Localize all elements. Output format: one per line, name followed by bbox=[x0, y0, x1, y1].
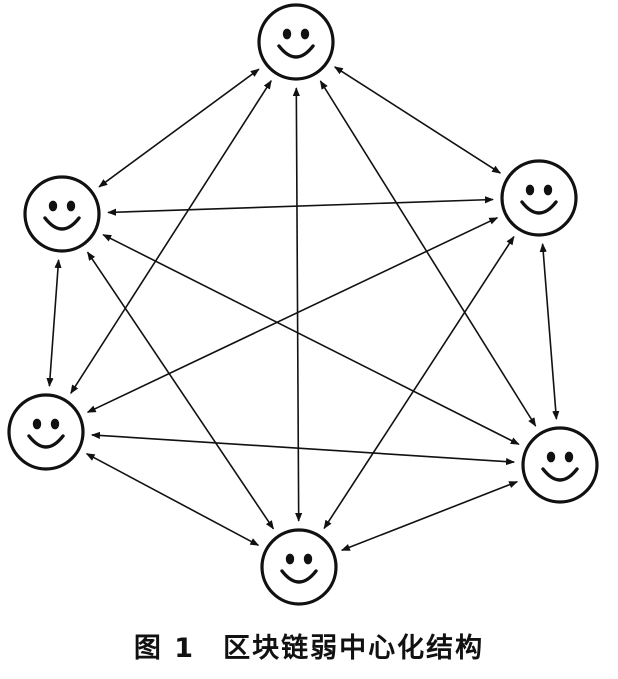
edge-upper-left-lower-left bbox=[46, 259, 62, 387]
left-eye bbox=[48, 200, 58, 212]
edge-top-upper-left bbox=[98, 68, 260, 188]
right-eye bbox=[543, 184, 553, 196]
smiley-face-icon bbox=[23, 175, 101, 253]
right-eye bbox=[303, 553, 313, 565]
smiley-face-icon bbox=[500, 159, 578, 237]
left-eye bbox=[285, 553, 295, 565]
right-eye bbox=[66, 200, 76, 212]
edge-upper-left-bottom bbox=[86, 251, 275, 530]
edge-lower-left-lower-right bbox=[91, 431, 515, 466]
edge-upper-left-lower-right bbox=[102, 233, 520, 446]
edge-upper-right-lower-right bbox=[539, 243, 560, 420]
face-outline bbox=[257, 3, 335, 81]
edge-lower-left-bottom bbox=[85, 452, 260, 547]
smiley-face-icon bbox=[260, 528, 338, 606]
smile-mouth bbox=[541, 467, 579, 482]
left-eye bbox=[525, 184, 535, 196]
face-outline bbox=[500, 159, 578, 237]
face-outline bbox=[23, 175, 101, 253]
smile-mouth bbox=[280, 569, 318, 584]
edge-lower-right-bottom bbox=[340, 480, 519, 552]
edge-top-lower-left bbox=[70, 79, 272, 395]
nodes-layer bbox=[7, 3, 599, 606]
smiley-face-icon bbox=[521, 426, 599, 504]
smile-mouth bbox=[520, 200, 558, 215]
edge-upper-right-lower-left bbox=[86, 216, 499, 414]
face-outline bbox=[521, 426, 599, 504]
right-eye bbox=[300, 28, 310, 40]
face-outline bbox=[7, 393, 85, 471]
face-outline bbox=[260, 528, 338, 606]
left-eye bbox=[546, 451, 556, 463]
edge-upper-right-bottom bbox=[323, 235, 515, 530]
network-diagram bbox=[7, 3, 599, 606]
edges-layer bbox=[46, 66, 560, 552]
right-eye bbox=[564, 451, 574, 463]
smile-mouth bbox=[43, 216, 81, 231]
edge-top-upper-right bbox=[333, 66, 502, 174]
edge-upper-left-upper-right bbox=[107, 196, 494, 216]
edge-top-bottom bbox=[292, 87, 303, 522]
smile-mouth bbox=[27, 434, 65, 449]
smiley-face-icon bbox=[257, 3, 335, 81]
figure-caption: 图 1 区块链弱中心化结构 bbox=[0, 626, 618, 665]
smile-mouth bbox=[277, 44, 315, 59]
left-eye bbox=[32, 418, 42, 430]
left-eye bbox=[282, 28, 292, 40]
figure-title: 区块链弱中心化结构 bbox=[223, 633, 485, 664]
figure-label: 图 1 bbox=[133, 633, 196, 664]
smiley-face-icon bbox=[7, 393, 85, 471]
right-eye bbox=[50, 418, 60, 430]
